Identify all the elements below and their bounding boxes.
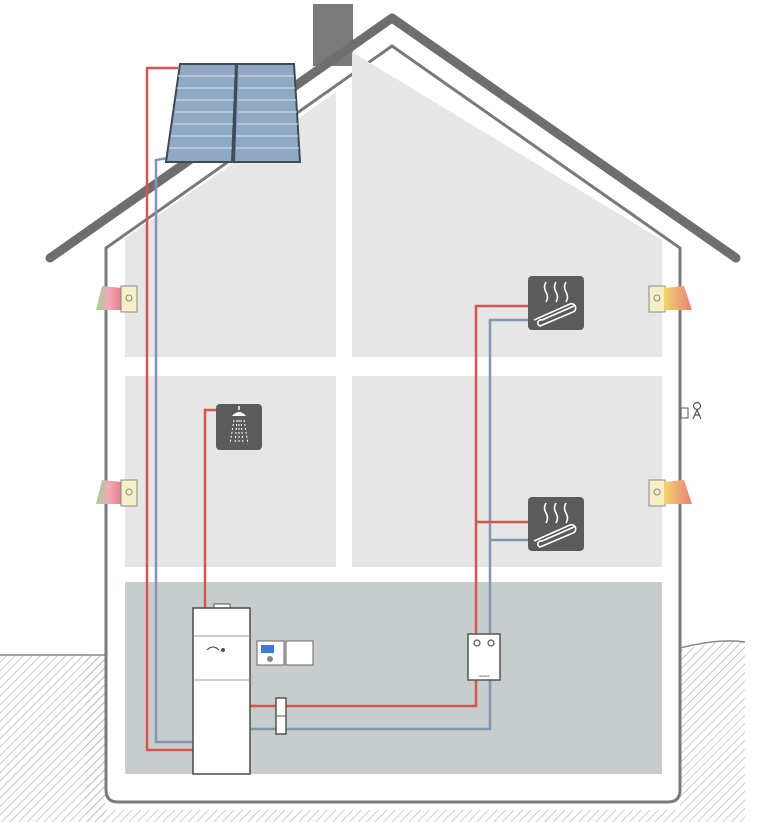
rooms [125,52,662,774]
thermostat-icon [256,640,314,666]
heat-pump-icon [192,603,251,775]
outdoor-sensor-icon [680,401,702,420]
return-pipes [154,156,528,744]
ventilation-icon [648,479,692,507]
ventilation-icon [96,479,138,507]
flow-pipes [145,66,528,752]
manifold-icon: Vaillant [467,633,501,681]
solar-panel-icon [164,63,302,163]
underfloor-heating-icon [528,276,584,330]
room-middle-right [352,376,662,567]
shower-icon [216,404,262,450]
pipe-separator-icon [275,697,287,735]
roof [45,13,741,263]
ground [0,640,746,822]
brand-label: Vaillant [478,674,490,678]
ventilation-icon [648,285,692,313]
room-attic-right [352,52,662,357]
ventilation-icon [96,285,138,313]
underfloor-heating-icon [528,497,584,551]
